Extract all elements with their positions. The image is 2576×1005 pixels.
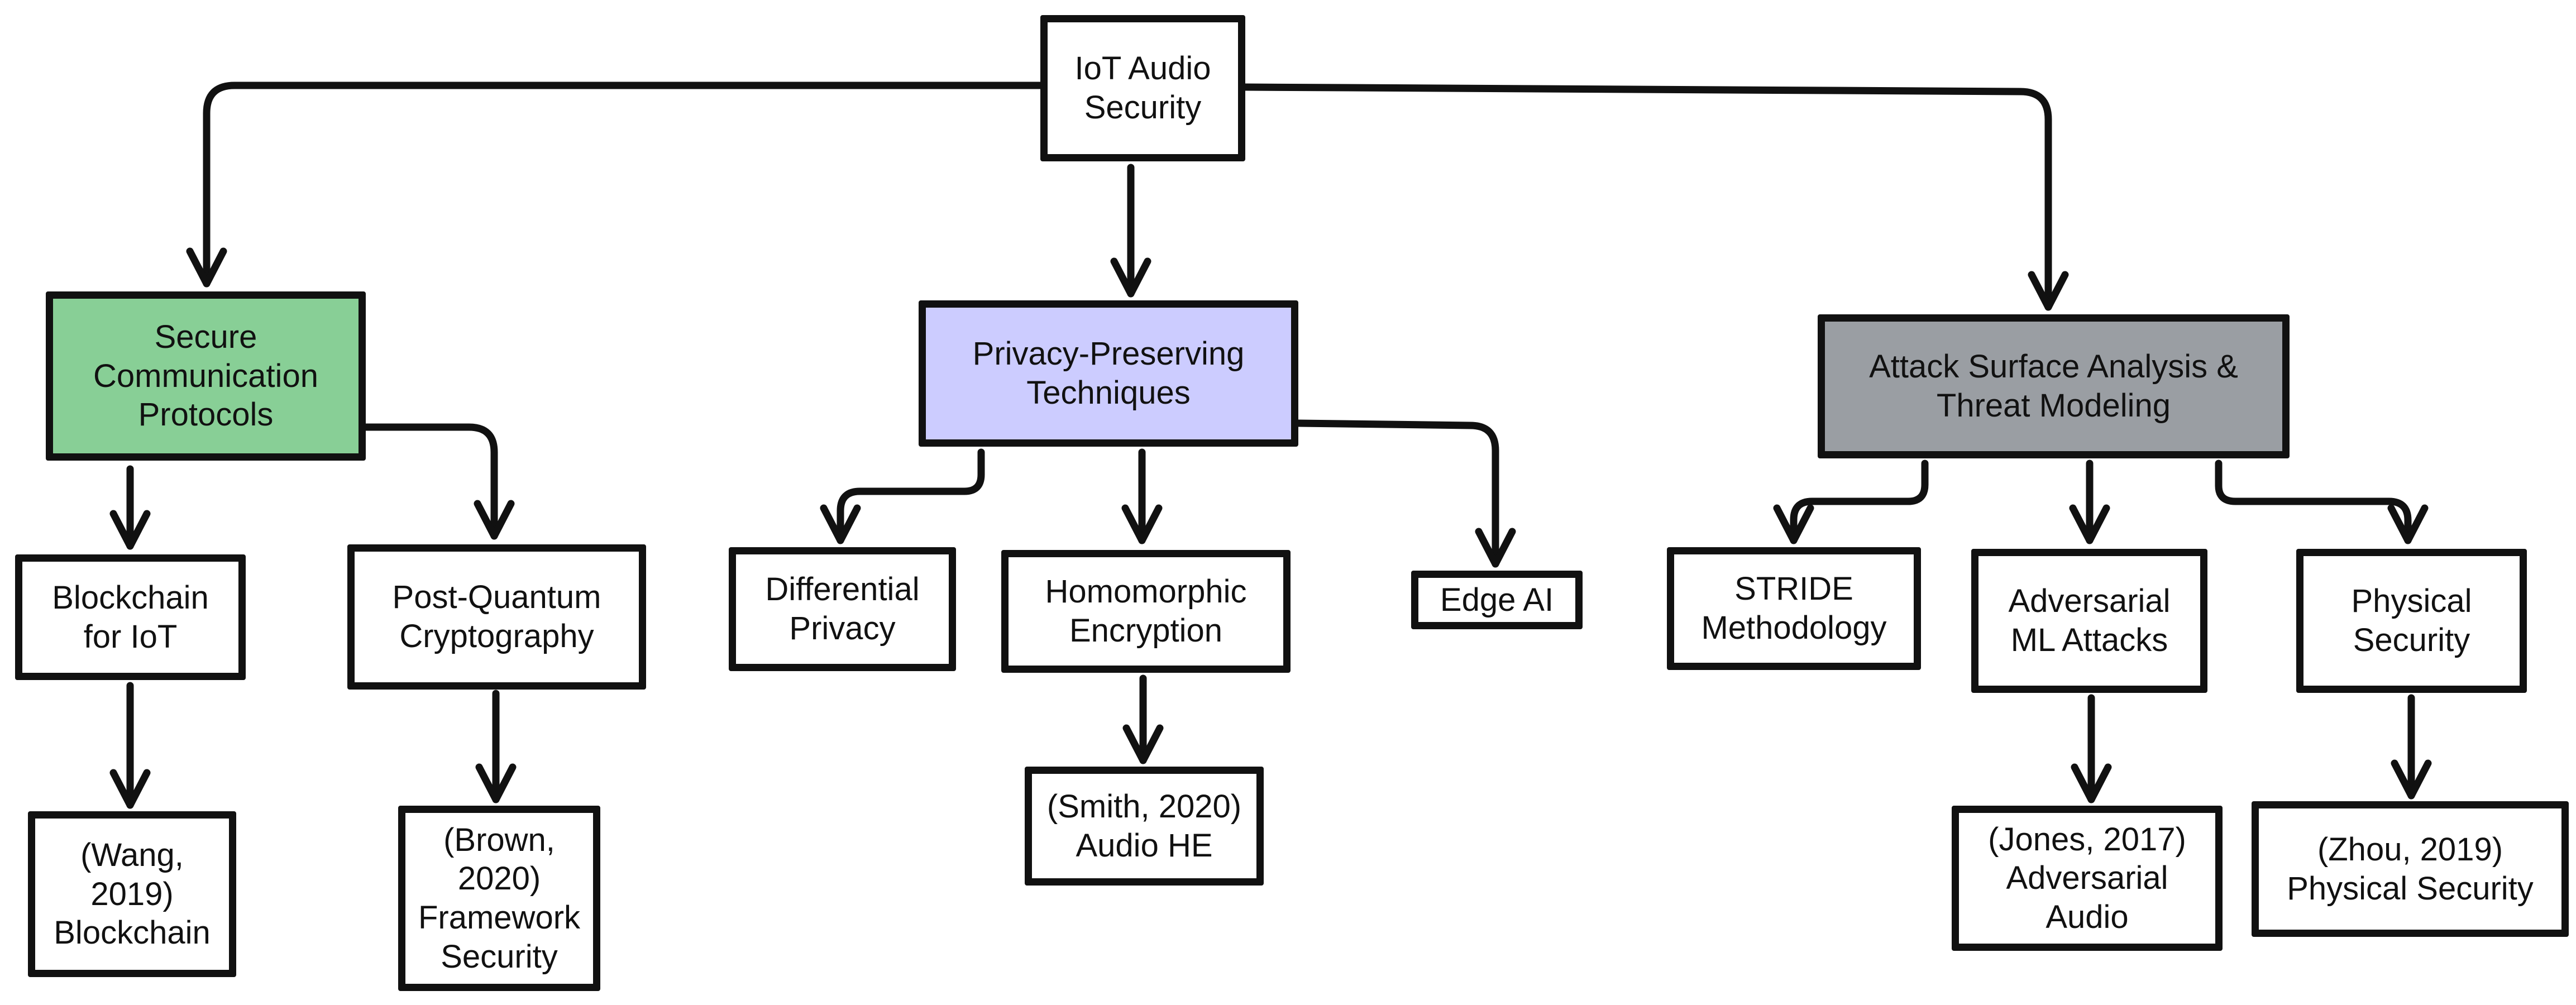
edge-attack-physical bbox=[2215, 460, 2412, 544]
node-stride-methodology: STRIDE Methodology bbox=[1667, 547, 1921, 670]
node-physical-security: Physical Security bbox=[2296, 549, 2527, 693]
arrowhead-secure bbox=[186, 247, 227, 288]
node-attack-surface-analysis: Attack Surface Analysis & Threat Modelin… bbox=[1818, 314, 2290, 458]
node-iot-audio-security: IoT Audio Security bbox=[1040, 15, 1245, 161]
arrowhead-blockchain bbox=[109, 510, 151, 550]
node-jones-2017-adversarial-audio: (Jones, 2017) Adversarial Audio bbox=[1952, 806, 2223, 951]
node-privacy-preserving-techniques: Privacy-Preserving Techniques bbox=[919, 300, 1298, 447]
node-edge-ai: Edge AI bbox=[1411, 571, 1583, 629]
edge-privacy-edgeai bbox=[1294, 419, 1499, 568]
arrowhead-wang bbox=[109, 769, 151, 809]
arrowhead-differential bbox=[820, 504, 861, 544]
node-adversarial-ml-attacks: Adversarial ML Attacks bbox=[1971, 549, 2207, 693]
node-brown-2020-framework-security: (Brown, 2020) Framework Security bbox=[398, 806, 600, 991]
node-blockchain-for-iot: Blockchain for IoT bbox=[15, 554, 246, 680]
arrowhead-zhou bbox=[2391, 759, 2432, 800]
arrowhead-brown bbox=[475, 763, 517, 803]
arrowhead-attack bbox=[2028, 271, 2069, 311]
node-post-quantum-cryptography: Post-Quantum Cryptography bbox=[347, 544, 646, 690]
edge-root-attack bbox=[1241, 83, 2052, 311]
edge-attack-stride bbox=[1790, 460, 1929, 544]
arrowhead-smith bbox=[1122, 724, 1164, 764]
arrowhead-stride bbox=[1773, 504, 1814, 544]
node-secure-communication-protocols: Secure Communication Protocols bbox=[46, 291, 366, 461]
arrowhead-homomorphic bbox=[1121, 504, 1163, 544]
node-homomorphic-encryption: Homomorphic Encryption bbox=[1001, 550, 1291, 673]
edge-secure-postquantum bbox=[362, 423, 498, 540]
node-wang-2019-blockchain: (Wang, 2019) Blockchain bbox=[28, 811, 236, 977]
arrowhead-edgeai bbox=[1475, 528, 1516, 568]
node-differential-privacy: Differential Privacy bbox=[729, 547, 956, 671]
edge-privacy-differential bbox=[837, 448, 985, 544]
node-zhou-2019-physical-security: (Zhou, 2019) Physical Security bbox=[2252, 801, 2569, 937]
arrowhead-adversarial bbox=[2069, 504, 2110, 544]
arrowhead-jones bbox=[2071, 763, 2112, 803]
node-smith-2020-audio-he: (Smith, 2020) Audio HE bbox=[1025, 767, 1264, 886]
arrowhead-privacy bbox=[1110, 257, 1151, 298]
arrowhead-physical bbox=[2387, 504, 2429, 544]
arrowhead-postquantum bbox=[474, 500, 515, 540]
edge-root-secure bbox=[203, 82, 1044, 288]
